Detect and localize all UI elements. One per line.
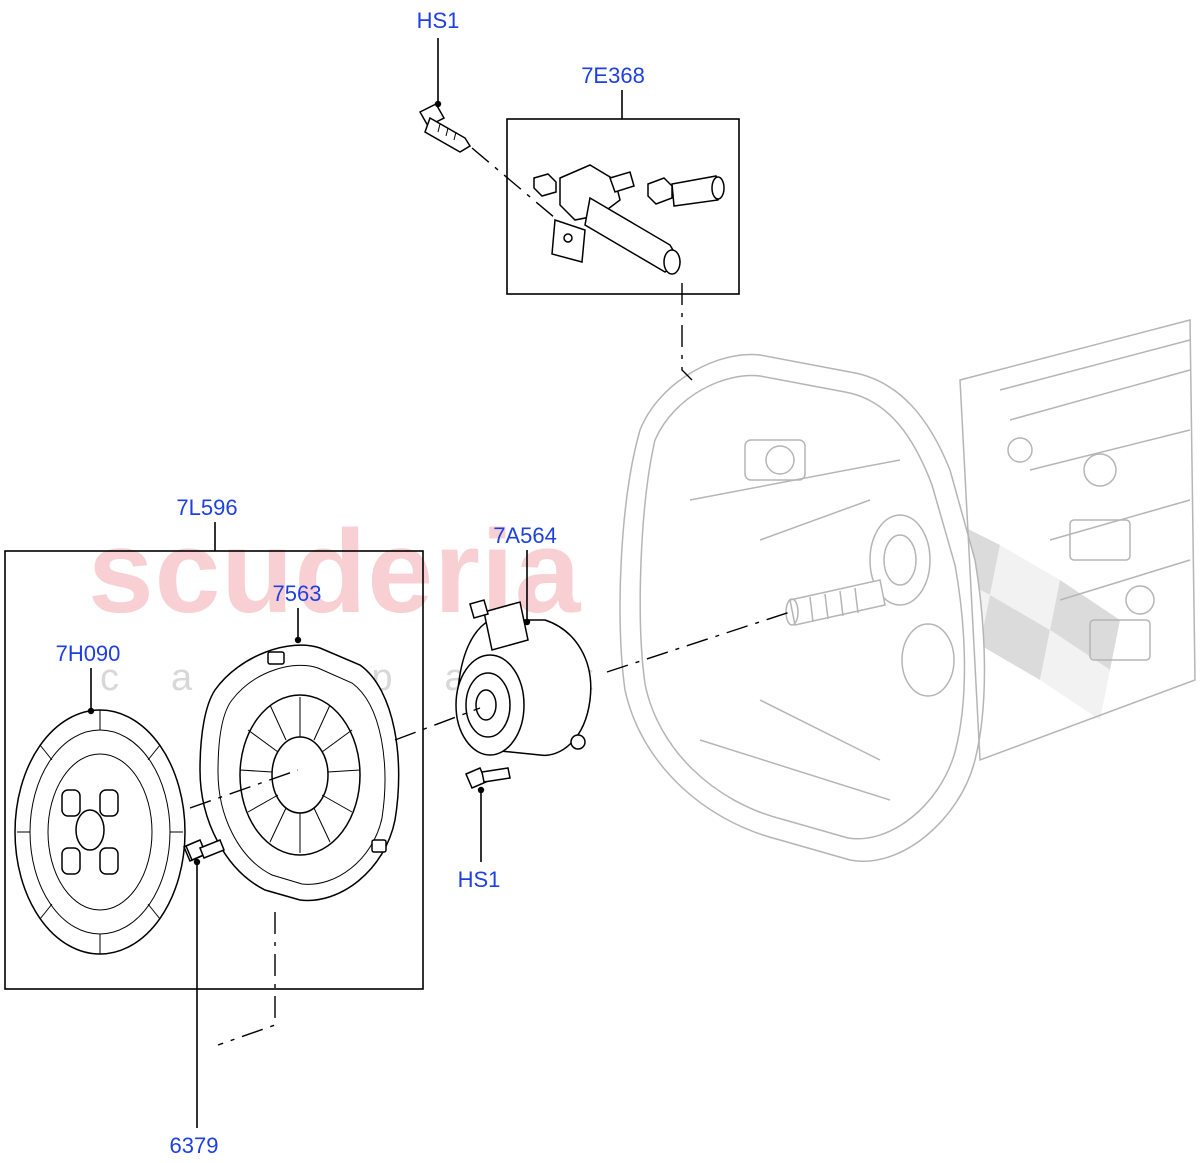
release-bearing[interactable] (455, 599, 592, 757)
slave-cylinder-kit-frame (506, 118, 740, 295)
callout-7h090[interactable]: 7H090 (56, 641, 121, 666)
bolt-hs1-top[interactable] (418, 103, 472, 153)
callout-7l596[interactable]: 7L596 (176, 495, 237, 520)
bolt-hs1-bottom[interactable] (465, 767, 511, 789)
callout-labels: HS1 7E368 7L596 7563 7H090 7A564 HS1 637… (56, 8, 645, 1158)
gearbox-housing (619, 319, 1196, 862)
pressure-plate[interactable] (199, 644, 400, 902)
slave-cylinder-kit[interactable] (533, 164, 725, 275)
clutch-kit-frame (4, 550, 424, 990)
callout-7563[interactable]: 7563 (273, 581, 322, 606)
callout-7a564[interactable]: 7A564 (493, 523, 557, 548)
callout-leaders (87, 38, 623, 1128)
callout-6379[interactable]: 6379 (170, 1133, 219, 1158)
callout-hs1-top[interactable]: HS1 (417, 8, 460, 33)
callout-7e368[interactable]: 7E368 (581, 63, 645, 88)
assembly-lines (189, 147, 791, 1046)
clutch-disc[interactable] (14, 709, 186, 955)
bolt-6379[interactable] (183, 839, 225, 862)
callout-hs1-bottom[interactable]: HS1 (458, 867, 501, 892)
